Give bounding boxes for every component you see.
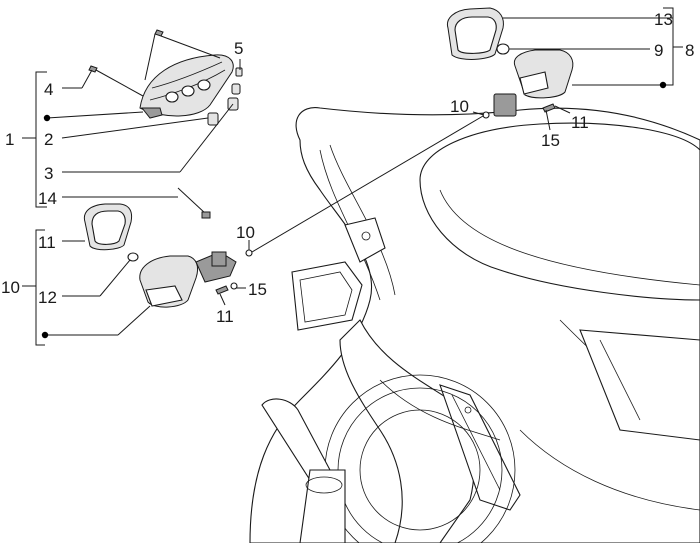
assembly-dot-1	[43, 114, 51, 122]
callout-11-top: 11	[571, 113, 589, 132]
callout-10-left: 10	[1, 278, 20, 297]
tail-light-assembly	[139, 54, 234, 119]
callout-1: 1	[5, 130, 14, 149]
assembly-dot-10	[41, 331, 49, 339]
bulb-holders	[207, 67, 243, 126]
callout-11-left: 11	[38, 233, 56, 252]
seat	[419, 122, 700, 301]
callout-11-lower: 11	[216, 307, 234, 326]
long-screw-14	[177, 187, 211, 219]
callout-15-lower: 15	[248, 280, 267, 299]
leader-lines	[22, 7, 683, 346]
right-indicator	[446, 7, 574, 119]
callout-2: 2	[44, 130, 53, 149]
callout-labels: 4 5 2 3 1 14 13 9 8 10 11 15 11 12 10 10…	[1, 10, 694, 326]
callout-8: 8	[685, 41, 694, 60]
exhaust-pipe	[261, 398, 331, 481]
screw-4	[88, 29, 164, 73]
callout-15-top: 15	[541, 131, 560, 150]
callout-12: 12	[38, 288, 57, 307]
callout-10-center: 10	[236, 223, 255, 242]
license-bracket	[291, 261, 363, 331]
callout-14: 14	[38, 189, 57, 208]
callout-13: 13	[654, 10, 673, 29]
callout-4: 4	[44, 80, 53, 99]
callout-10-top: 10	[450, 97, 469, 116]
assembly-dot-8	[659, 81, 667, 89]
callout-9: 9	[654, 41, 663, 60]
callout-3: 3	[44, 164, 53, 183]
left-indicator	[83, 203, 253, 308]
scooter-rear-body	[249, 107, 700, 543]
callout-5: 5	[234, 39, 243, 58]
